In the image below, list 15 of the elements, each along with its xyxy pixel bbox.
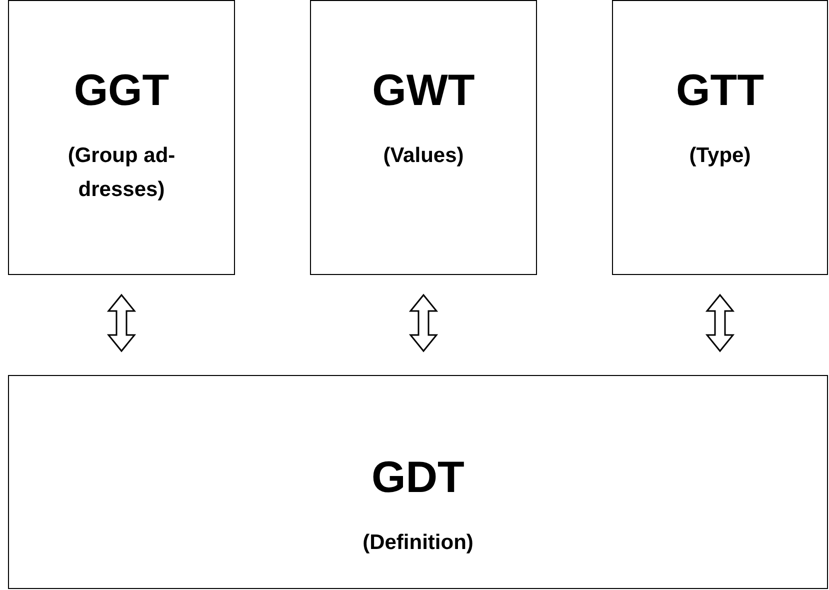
text-box: [8, 375, 828, 589]
box-title: GDT: [372, 456, 464, 500]
box-subtitle: (Group ad- dresses): [66, 143, 176, 203]
box-title: GGT: [74, 69, 170, 113]
double-arrow: [106, 294, 136, 352]
text-box: [612, 0, 828, 275]
box-subtitle: (Values): [383, 143, 464, 169]
text-box: [8, 0, 235, 275]
double-arrow: [705, 294, 735, 352]
box-subtitle: (Type): [689, 143, 751, 169]
double-arrow: [408, 294, 438, 352]
box-subtitle: (Definition): [362, 530, 474, 556]
box-title: GWT: [372, 69, 475, 113]
text-box: [310, 0, 537, 275]
box-title: GTT: [676, 69, 764, 113]
